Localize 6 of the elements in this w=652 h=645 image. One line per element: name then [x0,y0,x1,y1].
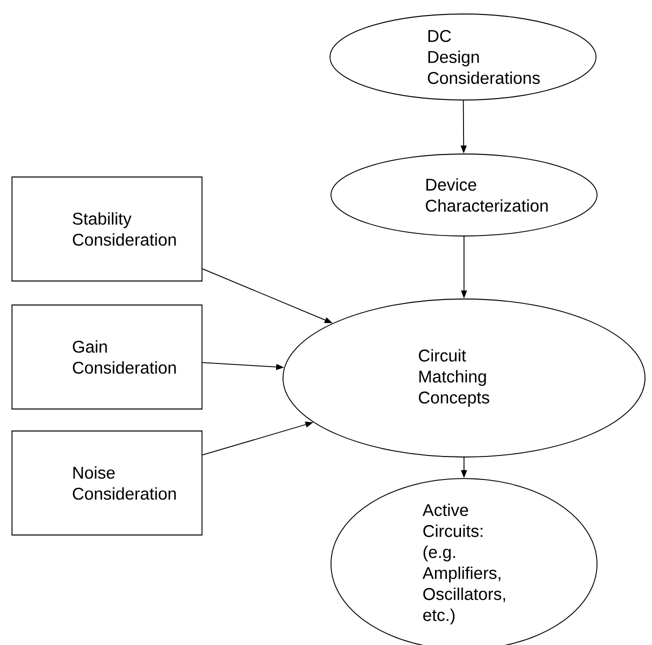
ellipse-node: Device Characterization [330,154,598,236]
ellipse-node: Circuit Matching Concepts [282,298,646,458]
process-box: Noise Consideration [12,430,202,536]
ellipse-node: DC Design Considerations [330,14,596,100]
process-box: Stability Consideration [12,176,202,282]
process-box: Gain Consideration [12,304,202,410]
